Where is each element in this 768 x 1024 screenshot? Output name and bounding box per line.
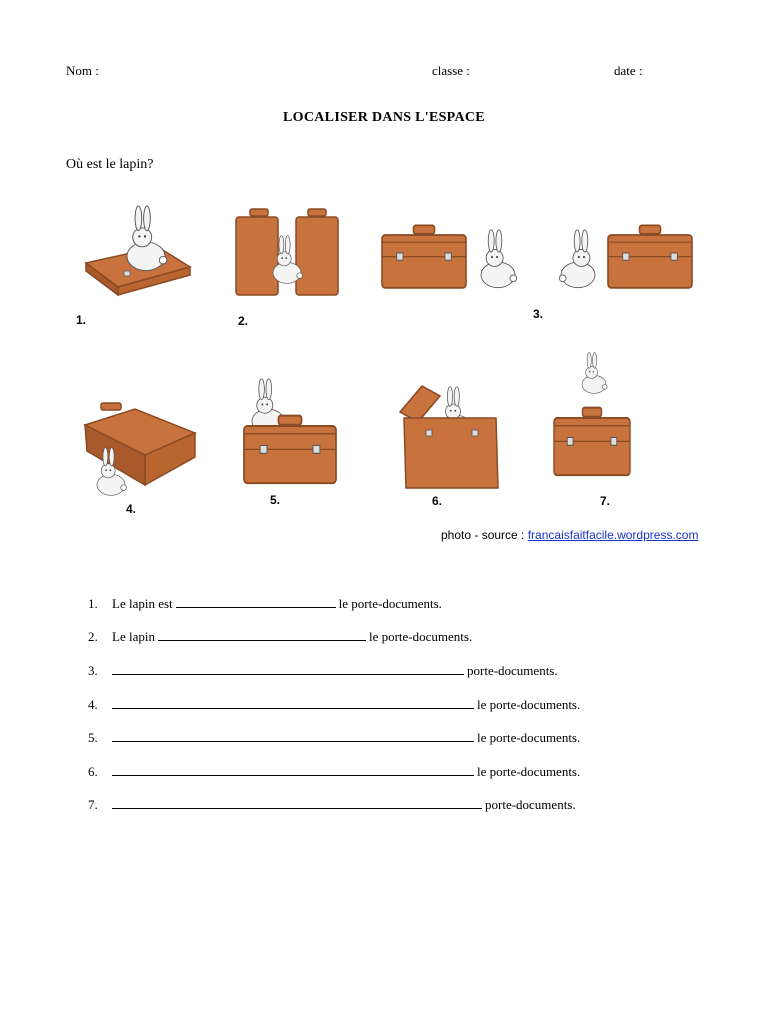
rabbit-beside-briefcase-illustration (381, 224, 518, 289)
picture-5-label: 5. (270, 493, 281, 507)
exercise-number: 4. (88, 697, 98, 712)
picture-7 (548, 350, 638, 480)
date-label: date : (614, 63, 643, 78)
exercise-5: 5. le porte-documents. (88, 730, 580, 746)
picture-3b (550, 215, 700, 305)
class-label: classe : (432, 63, 470, 78)
answer-blank-2[interactable] (157, 629, 366, 641)
exercise-number: 3. (88, 663, 98, 678)
rabbit-under-briefcase-illustration (83, 402, 197, 496)
picture-6-label: 6. (432, 494, 443, 508)
exercise-1: 1. Le lapin est le porte-documents. (88, 596, 442, 612)
source-link[interactable]: francaisfaitfacile.wordpress.com (527, 528, 699, 542)
exercise-2: 2. Le lapin le porte-documents. (88, 629, 472, 645)
answer-blank-1[interactable] (175, 596, 336, 608)
exercise-number: 2. (88, 629, 98, 644)
answer-blank-4[interactable] (112, 697, 474, 709)
exercise-number: 7. (88, 797, 98, 812)
answer-blank-6[interactable] (112, 764, 474, 776)
rabbit-in-briefcase-illustration (398, 385, 499, 489)
photo-source: photo - source : francaisfaitfacile.word… (441, 528, 698, 542)
exercise-6: 6. le porte-documents. (88, 764, 580, 780)
exercise-suffix: le porte-documents. (477, 697, 581, 712)
exercise-number: 1. (88, 596, 98, 611)
source-prefix: photo - source : (441, 528, 528, 542)
exercise-3: 3. porte-documents. (88, 663, 558, 679)
exercise-prefix: Le lapin est (112, 596, 173, 611)
rabbit-above-briefcase-illustration (553, 352, 631, 477)
exercise-suffix: le porte-documents. (477, 730, 581, 745)
rabbit-on-briefcase-illustration (84, 205, 192, 297)
picture-6 (392, 372, 507, 492)
exercise-suffix: porte-documents. (467, 663, 558, 678)
rabbit-between-briefcases-illustration (235, 208, 339, 296)
exercise-suffix: le porte-documents. (338, 596, 442, 611)
exercise-number: 6. (88, 764, 98, 779)
picture-1-label: 1. (76, 313, 87, 327)
exercise-4: 4. le porte-documents. (88, 697, 580, 713)
rabbit-beside-briefcase-illustration-2 (558, 224, 693, 289)
exercise-7: 7. porte-documents. (88, 797, 576, 813)
picture-4 (75, 395, 205, 500)
picture-3-label: 3. (533, 307, 544, 321)
answer-blank-3[interactable] (112, 663, 464, 675)
picture-2-label: 2. (238, 314, 249, 328)
exercise-prefix: Le lapin (112, 629, 155, 644)
question-text: Où est le lapin? (66, 157, 154, 172)
picture-4-label: 4. (126, 502, 137, 516)
picture-2 (232, 205, 342, 300)
picture-5 (238, 378, 343, 488)
page-title: LOCALISER DANS L'ESPACE (283, 110, 485, 125)
exercise-suffix: le porte-documents. (477, 764, 581, 779)
exercise-suffix: porte-documents. (485, 797, 576, 812)
exercise-number: 5. (88, 730, 98, 745)
answer-blank-7[interactable] (112, 797, 482, 809)
answer-blank-5[interactable] (112, 730, 474, 742)
rabbit-behind-briefcase-illustration (243, 378, 337, 485)
picture-1 (78, 195, 198, 310)
name-label: Nom : (66, 63, 99, 78)
picture-3a (380, 215, 530, 305)
exercise-suffix: le porte-documents. (368, 629, 473, 644)
picture-7-label: 7. (600, 494, 611, 508)
